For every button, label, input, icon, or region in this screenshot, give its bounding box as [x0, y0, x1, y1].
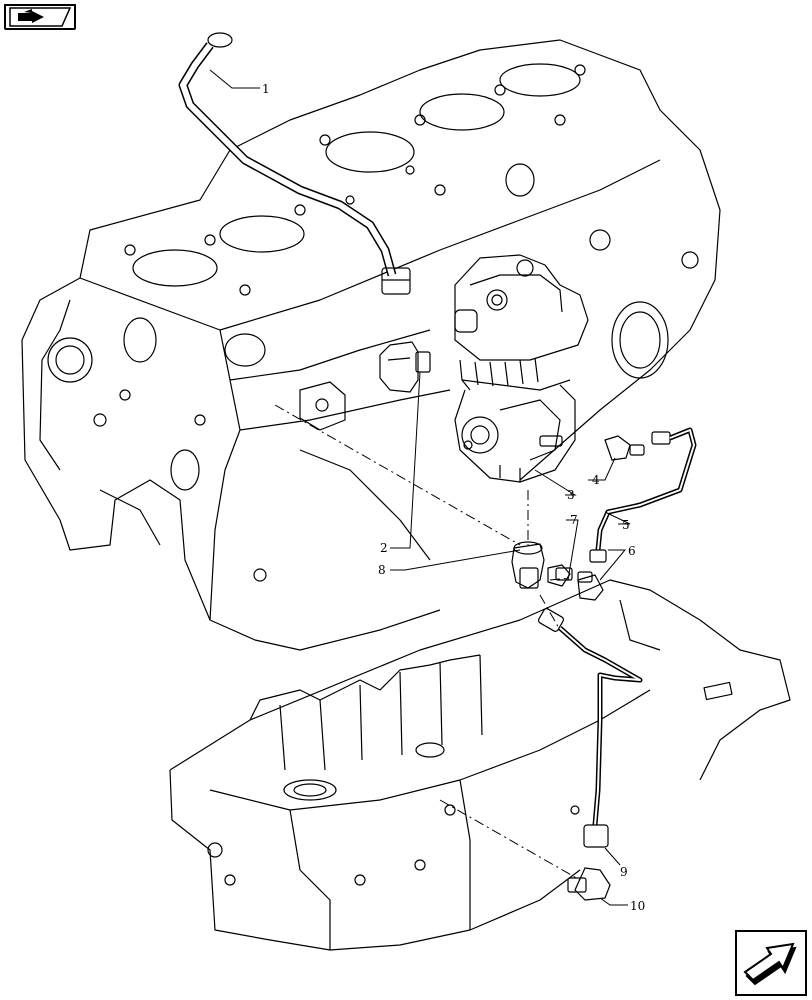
oil-pan — [169, 579, 791, 951]
next-page-arrow-icon — [743, 942, 797, 986]
callout-leaders — [209, 69, 631, 906]
hose-part-1 — [178, 32, 411, 295]
callout-1: 1 — [262, 82, 270, 96]
previous-page-button[interactable] — [4, 4, 76, 30]
callout-8: 8 — [378, 563, 386, 577]
elbow-fitting-part-6 — [577, 571, 604, 601]
adapter-part-7 — [547, 564, 573, 587]
fitting-part-8 — [511, 541, 545, 589]
tube-part-9 — [537, 608, 643, 848]
next-page-button[interactable] — [735, 930, 807, 996]
callout-9: 9 — [620, 865, 628, 879]
air-compressor-part-3 — [454, 254, 589, 483]
flange-plate — [299, 381, 346, 431]
callout-5: 5 — [622, 518, 630, 532]
callout-7: 7 — [570, 513, 578, 527]
callout-6: 6 — [628, 544, 636, 558]
tube-part-5 — [589, 427, 697, 563]
book-arrow-icon — [9, 7, 72, 27]
alignment-lines — [274, 404, 581, 881]
callout-2: 2 — [380, 541, 388, 555]
elbow-fitting-part-10 — [567, 867, 611, 901]
engine-block — [21, 39, 721, 651]
callout-4: 4 — [592, 473, 600, 487]
elbow-fitting-part-2 — [379, 341, 431, 393]
callout-10: 10 — [630, 899, 645, 913]
callout-3: 3 — [567, 488, 575, 502]
callout-labels: 1 2 3 4 5 6 7 8 9 10 — [262, 82, 645, 913]
fitting-part-4 — [604, 435, 645, 461]
